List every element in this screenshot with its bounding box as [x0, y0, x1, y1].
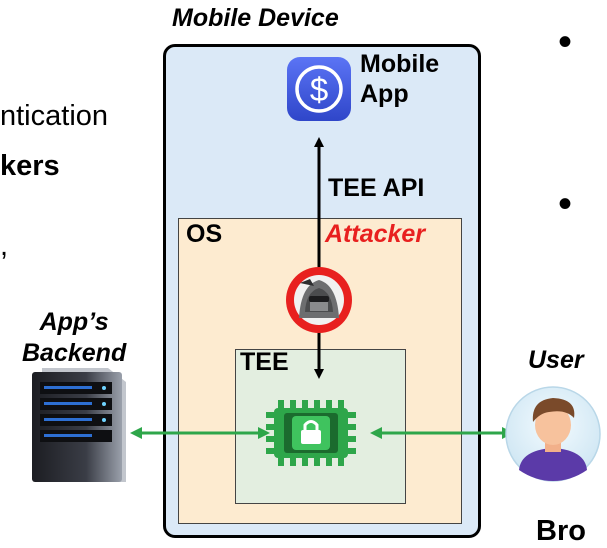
bullet-2: • [558, 182, 573, 226]
svg-text:$: $ [310, 71, 328, 108]
mobile-app-label-line-2: App [360, 80, 409, 108]
user-avatar-icon [505, 386, 601, 482]
user-label: User [528, 346, 584, 374]
hooded-attacker-icon [286, 267, 352, 333]
mobile-device-title: Mobile Device [172, 4, 339, 32]
mobile-app-label: Mobile App [360, 49, 439, 109]
tee-label: TEE [240, 348, 289, 376]
left-text-line-2: kers [0, 150, 60, 182]
chip-lock-icon [266, 400, 356, 466]
backend-label: App’s Backend [22, 307, 126, 370]
server-icon [32, 368, 126, 482]
bottom-right-text: Bro [536, 515, 586, 547]
os-label: OS [186, 220, 223, 248]
mobile-app-label-line-1: Mobile [360, 50, 440, 78]
tee-api-label: TEE API [328, 174, 425, 202]
left-text-line-3: , [0, 230, 9, 262]
bullet-1: • [558, 20, 573, 64]
dollar-app-icon: $ [287, 57, 351, 121]
left-text-line-1: ntication [0, 100, 109, 132]
backend-label-line-1: App’s [39, 308, 109, 336]
attacker-label: Attacker [325, 220, 426, 248]
backend-label-line-2: Backend [22, 339, 127, 368]
